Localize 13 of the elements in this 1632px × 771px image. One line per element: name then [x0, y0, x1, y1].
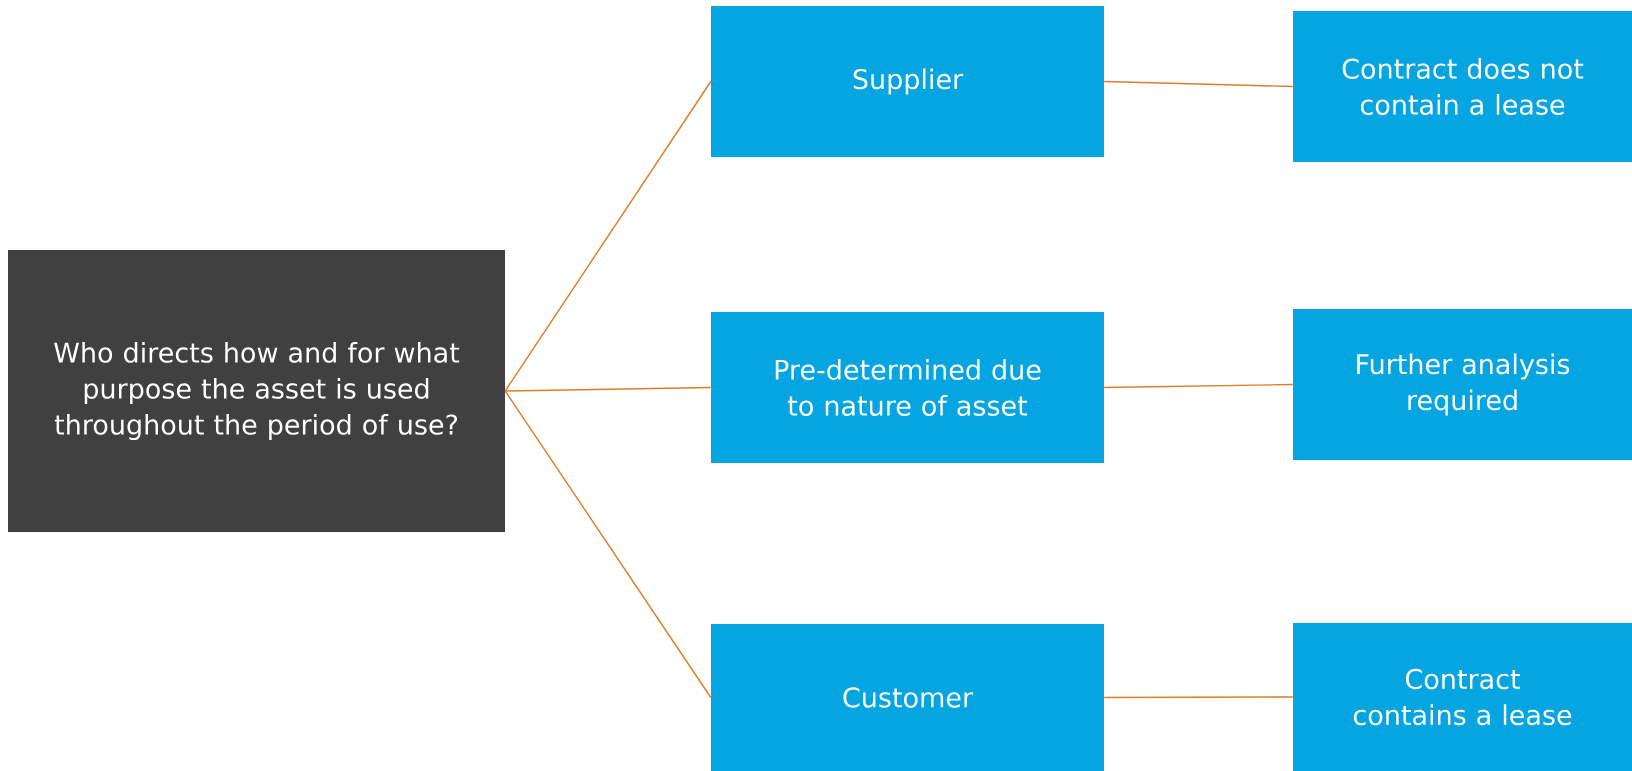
- connector-line: [504, 386, 712, 392]
- question-box: Who directs how and for what purpose the asset is used throughout the period of use?: [8, 250, 505, 532]
- outcome-box: Contract does not contain a lease: [1293, 11, 1632, 162]
- connector-line: [1103, 80, 1294, 88]
- connector-line: [504, 80, 712, 392]
- answer-box: Supplier: [711, 6, 1104, 157]
- outcome-box: Contract contains a lease: [1293, 623, 1632, 771]
- outcome-box: Further analysis required: [1293, 309, 1632, 460]
- connector-line: [1103, 383, 1294, 389]
- connector-line: [504, 390, 712, 699]
- answer-box: Customer: [711, 624, 1104, 771]
- connector-line: [1103, 696, 1294, 699]
- answer-box: Pre-determined due to nature of asset: [711, 312, 1104, 463]
